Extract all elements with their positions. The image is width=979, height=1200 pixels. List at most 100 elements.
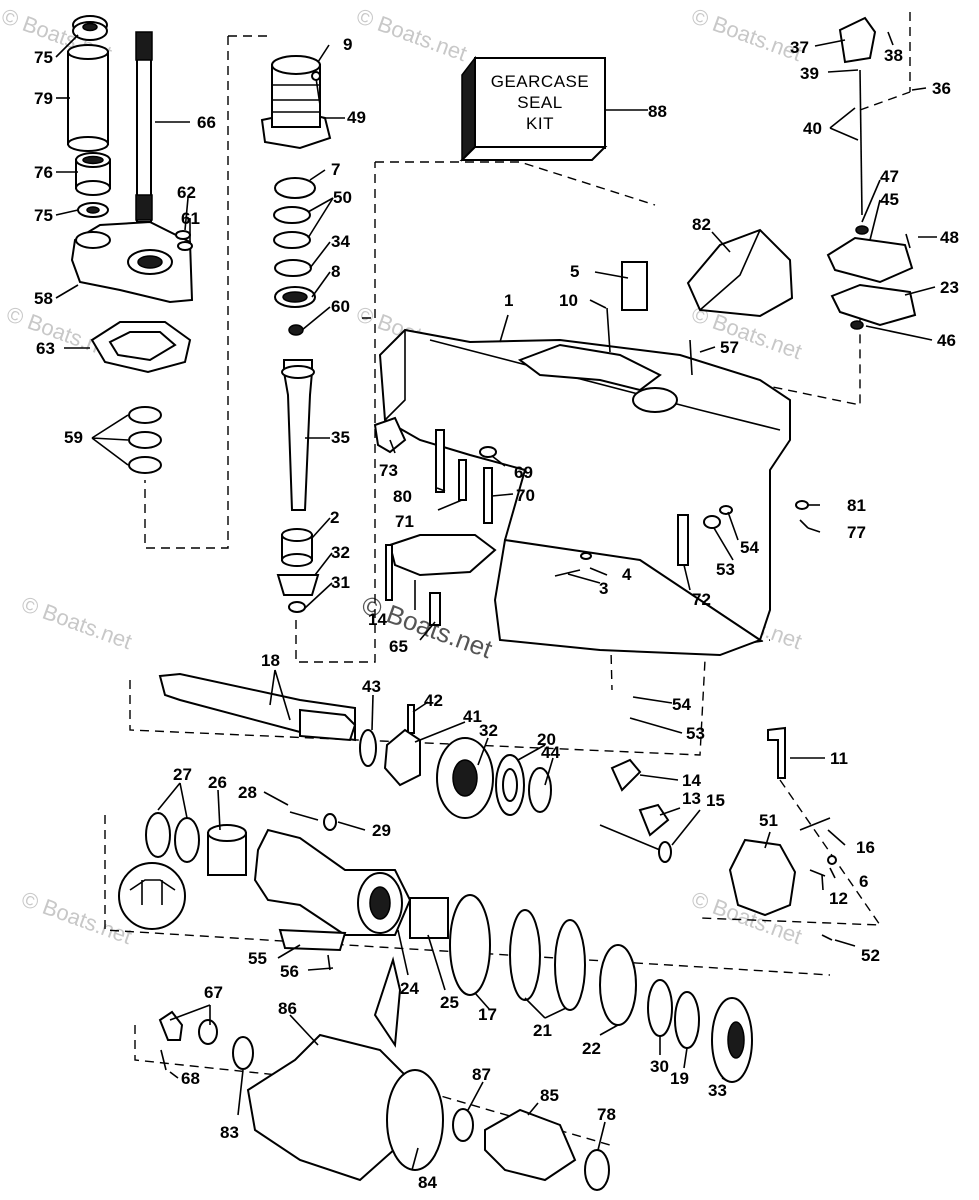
callout: 8 — [331, 262, 340, 281]
callout: 47 — [880, 167, 899, 186]
o-ring — [128, 431, 162, 449]
driveshaft — [135, 31, 153, 223]
callout-labels: 75 79 66 9 49 76 7 50 62 61 34 75 8 58 6… — [34, 35, 959, 1192]
callout: 29 — [372, 821, 391, 840]
callout: 38 — [884, 46, 903, 65]
callout: 59 — [64, 428, 83, 447]
callout: 10 — [559, 291, 578, 310]
callout: 21 — [533, 1021, 552, 1040]
callout: 65 — [389, 637, 408, 656]
callout: 30 — [650, 1057, 669, 1076]
callout: 27 — [173, 765, 192, 784]
callout: 41 — [463, 707, 482, 726]
callout: 81 — [847, 496, 866, 515]
watermark: © Boats.net — [353, 3, 470, 66]
callout: 70 — [516, 486, 535, 505]
callout: 67 — [204, 983, 223, 1002]
callout: 39 — [800, 64, 819, 83]
callout: 53 — [716, 560, 735, 579]
callout: 78 — [597, 1105, 616, 1124]
callout: 54 — [740, 538, 759, 557]
callout: 25 — [440, 993, 459, 1012]
callout: 15 — [706, 791, 725, 810]
pinion-shaft — [283, 359, 313, 511]
callout: 33 — [708, 1081, 727, 1100]
callout: 19 — [670, 1069, 689, 1088]
callout: 85 — [540, 1086, 559, 1105]
callout: 45 — [880, 190, 899, 209]
callout: 17 — [478, 1005, 497, 1024]
callout: 60 — [331, 297, 350, 316]
callout: 6 — [859, 872, 868, 891]
callout: 69 — [514, 463, 533, 482]
callout: 36 — [932, 79, 951, 98]
callout: 4 — [622, 565, 632, 584]
callout: 54 — [672, 695, 691, 714]
callout: 56 — [280, 962, 299, 981]
callout: 48 — [940, 228, 959, 247]
callout: 28 — [238, 783, 257, 802]
callout: 66 — [197, 113, 216, 132]
callout: 3 — [599, 579, 608, 598]
callout: 80 — [393, 487, 412, 506]
callout: 5 — [570, 262, 579, 281]
callout: 49 — [347, 108, 366, 127]
callout: 24 — [400, 979, 419, 998]
callout: 42 — [424, 691, 443, 710]
propeller — [246, 1033, 412, 1182]
callout: 75 — [34, 206, 53, 225]
callout: 16 — [856, 838, 875, 857]
callout: 7 — [331, 160, 340, 179]
callout: 77 — [847, 523, 866, 542]
callout: 32 — [331, 543, 350, 562]
callout: 51 — [759, 811, 778, 830]
callout: 86 — [278, 999, 297, 1018]
callout: 13 — [682, 789, 701, 808]
callout: 11 — [830, 749, 848, 768]
center-column-parts — [260, 55, 332, 613]
callout: 76 — [34, 163, 53, 182]
leader-lines — [55, 31, 937, 1171]
callout: 83 — [220, 1123, 239, 1142]
callout: 82 — [692, 215, 711, 234]
kit-label-line2: SEAL — [517, 93, 562, 112]
gearcase-housing — [373, 228, 794, 657]
callout: 57 — [720, 338, 739, 357]
propshaft-assembly — [158, 672, 786, 863]
callout: 23 — [940, 278, 959, 297]
callout: 87 — [472, 1065, 491, 1084]
callout: 52 — [861, 946, 880, 965]
o-ring — [128, 406, 162, 424]
tube-part — [67, 51, 109, 145]
kit-callout: 88 — [648, 102, 667, 121]
callout: 2 — [330, 508, 339, 527]
o-ring — [128, 456, 162, 474]
callout: 73 — [379, 461, 398, 480]
callout: 71 — [395, 512, 414, 531]
callout: 12 — [829, 889, 848, 908]
callout: 44 — [541, 743, 560, 762]
callout: 62 — [177, 183, 196, 202]
kit-label-line3: KIT — [526, 114, 554, 133]
callout: 34 — [331, 232, 350, 251]
callout: 75 — [34, 48, 53, 67]
callout: 63 — [36, 339, 55, 358]
callout: 26 — [208, 773, 227, 792]
callout: 61 — [181, 209, 200, 228]
callout: 14 — [368, 610, 387, 629]
callout: 58 — [34, 289, 53, 308]
callout: 72 — [692, 590, 711, 609]
shift-linkage-parts — [554, 16, 917, 577]
bearing-carrier-assembly — [118, 811, 837, 1083]
kit-label-line1: GEARCASE — [491, 72, 589, 91]
left-column-parts — [67, 15, 194, 474]
callout: 79 — [34, 89, 53, 108]
callout: 14 — [682, 771, 701, 790]
callout: 46 — [937, 331, 956, 350]
callout: 50 — [333, 188, 352, 207]
callout: 53 — [686, 724, 705, 743]
callout: 31 — [331, 573, 350, 592]
callout: 43 — [362, 677, 381, 696]
seal-kit-box: GEARCASE SEAL KIT — [459, 55, 608, 162]
